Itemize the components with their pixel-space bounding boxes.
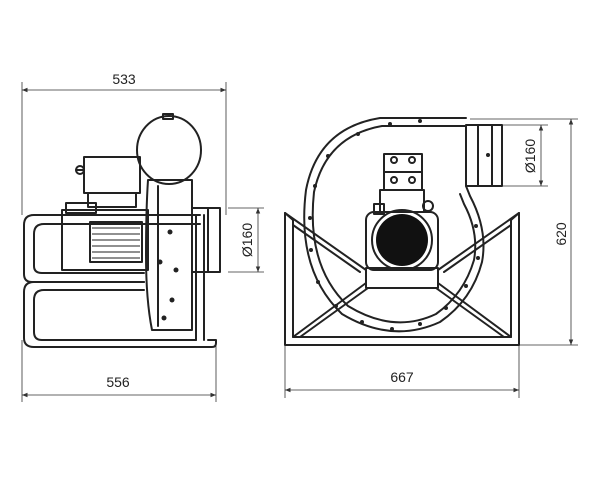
side-frame [23, 214, 217, 348]
dimension-533: 533 [21, 71, 227, 215]
side-motor [61, 156, 149, 271]
front-view: 667 620 Ø160 [284, 117, 578, 398]
side-housing [145, 179, 221, 331]
side-inlet-grille [136, 113, 202, 185]
dimension-label-620: 620 [553, 222, 569, 246]
dimension-label-front-outlet: Ø160 [522, 139, 538, 173]
dimension-label-side-outlet: Ø160 [239, 223, 255, 257]
dimension-620: 620 [470, 118, 578, 346]
dimension-side-outlet: Ø160 [228, 207, 264, 273]
side-view: 533 556 Ø160 [21, 71, 264, 402]
dimension-556: 556 [21, 340, 217, 402]
dimension-label-556: 556 [106, 374, 130, 390]
dimension-label-533: 533 [112, 71, 136, 87]
dimension-label-667: 667 [390, 369, 414, 385]
front-housing [303, 117, 503, 333]
dimension-front-outlet: Ø160 [502, 124, 548, 187]
front-frame [284, 212, 520, 346]
front-motor [365, 153, 439, 271]
